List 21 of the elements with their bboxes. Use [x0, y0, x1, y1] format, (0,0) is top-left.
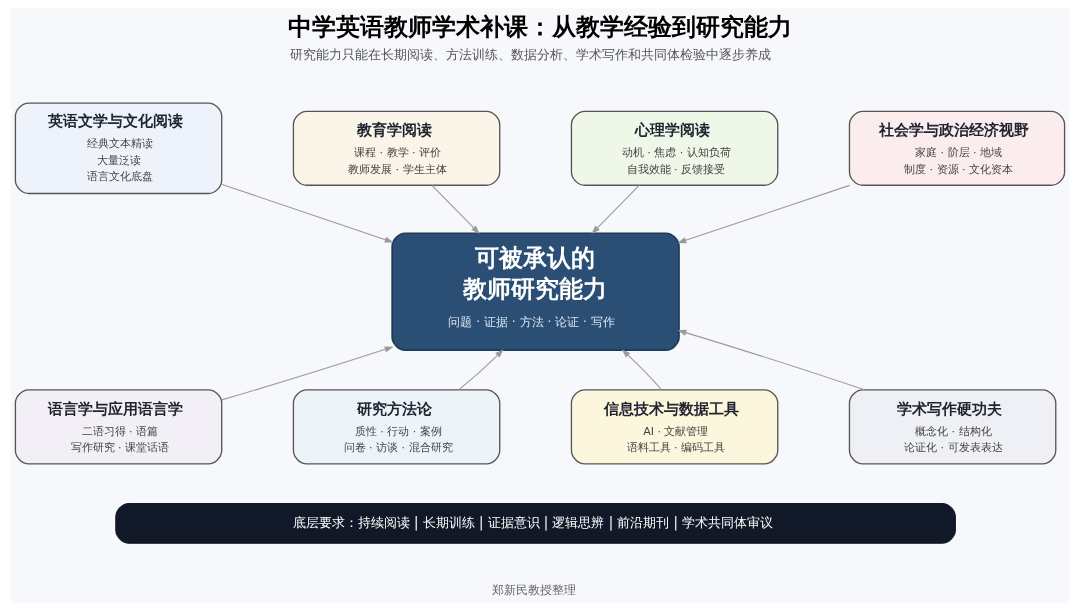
- node-box: 英语文学与文化阅读 经典文本精读 大量泛读 语言文化底盘: [14, 102, 223, 195]
- arrow: [621, 349, 662, 391]
- arrow: [591, 184, 640, 234]
- node-box: 教育学阅读 课程 · 教学 · 评价 教师发展 · 学生主体: [292, 110, 501, 186]
- arrow: [677, 329, 865, 391]
- node-box: 可被承认的教师研究能力 问题 · 证据 · 方法 · 论证 · 写作: [391, 232, 680, 351]
- label: 研究能力只能在长期阅读、方法训练、数据分析、学术写作和共同体检验中逐步养成: [290, 47, 772, 63]
- label: 郑新民教授整理: [492, 582, 577, 597]
- arrow: [677, 184, 851, 244]
- diagram-title: 中学英语教师学术补课：从教学经验到研究能力: [287, 12, 792, 42]
- node-box: 社会学与政治经济视野 家庭 · 阶层 · 地域 制度 · 资源 · 文化资本: [848, 110, 1066, 186]
- arrow: [221, 183, 394, 243]
- arrow: [431, 184, 480, 234]
- node-box: 心理学阅读 动机 · 焦虑 · 认知负荷 自我效能 · 反馈接受: [570, 110, 779, 186]
- node-box: 研究方法论 质性 · 行动 · 案例 问卷 · 访谈 · 混合研究: [292, 389, 501, 465]
- node-box: 底层要求：持续阅读 | 长期训练 | 证据意识 | 逻辑思辨 | 前沿期刊 | 学术共同体审议: [115, 502, 956, 544]
- arrow: [458, 349, 504, 391]
- node-box: 信息技术与数据工具 AI · 文献管理 语料工具 · 编码工具: [570, 389, 779, 465]
- node-box: 学术写作硬功夫 概念化 · 结构化 论证化 · 可发表表达: [848, 389, 1057, 465]
- arrow: [221, 346, 394, 401]
- node-box: 语言学与应用语言学 二语习得 · 语篇 写作研究 · 课堂话语: [14, 389, 223, 465]
